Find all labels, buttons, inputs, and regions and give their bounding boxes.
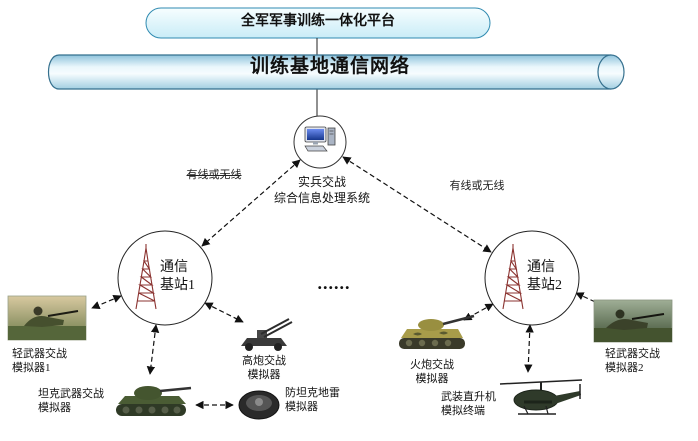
- label-line: 轻武器交战: [12, 348, 67, 360]
- aa-gun-image: [241, 318, 293, 351]
- soldier-photo-1: [7, 295, 87, 341]
- link-bs1-soldier1: [91, 295, 122, 309]
- link-bs1-aagun: [204, 302, 244, 323]
- network-cylinder: [47, 54, 625, 90]
- label-line: 模拟终端: [441, 405, 485, 417]
- label-line: 火炮交战: [410, 359, 454, 371]
- tank-image: [116, 386, 192, 416]
- label-line: 模拟器: [38, 402, 71, 414]
- base-station-1-label-line2: 基站1: [160, 278, 195, 293]
- base-station-1-label: 通信 基站1: [160, 259, 195, 295]
- link-bs2-helicopter: [524, 324, 534, 373]
- platform-title: 全军军事训练一体化平台: [241, 14, 395, 29]
- label-line: 防坦克地雷: [285, 387, 340, 399]
- label-helicopter: 武装直升机 模拟终端: [441, 390, 496, 418]
- computer-icon: [304, 126, 336, 152]
- link-label-right: 有线或无线: [449, 180, 505, 192]
- label-at-mine: 防坦克地雷 模拟器: [285, 386, 340, 414]
- base-station-2-label: 通信 基站2: [527, 259, 562, 295]
- platform-box: [145, 7, 491, 39]
- label-line: 模拟器1: [12, 362, 51, 374]
- label-line: 模拟器: [247, 369, 281, 381]
- link-label-left: 有线或无线: [186, 169, 242, 181]
- ellipsis-label: ......: [317, 273, 351, 293]
- label-aa-gun: 高炮交战 模拟器: [242, 354, 286, 382]
- processing-system-label: 实兵交战 综合信息处理系统: [274, 174, 370, 206]
- base-station-2-label-line2: 基站2: [527, 278, 562, 293]
- processing-system-label-line2: 综合信息处理系统: [273, 191, 371, 205]
- mine-image: [238, 390, 280, 420]
- label-line: 武装直升机: [441, 391, 496, 403]
- label-light-weapons-1: 轻武器交战 模拟器1: [12, 347, 67, 375]
- label-light-weapons-2: 轻武器交战 模拟器2: [605, 347, 660, 375]
- network-title: 训练基地通信网络: [249, 56, 411, 77]
- soldier-photo-2: [593, 299, 673, 343]
- label-tank-weapons: 坦克武器交战 模拟器: [38, 387, 104, 415]
- base-station-2-label-line1: 通信: [527, 260, 555, 275]
- processing-system-label-line1: 实兵交战: [297, 175, 347, 189]
- artillery-image: [399, 314, 475, 349]
- link-computer-bs2: [342, 156, 492, 253]
- label-line: 高炮交战: [242, 355, 286, 367]
- label-line: 模拟器: [415, 373, 449, 385]
- label-line: 模拟器: [285, 401, 318, 413]
- label-line: 模拟器2: [605, 362, 644, 374]
- link-bs1-tank: [146, 324, 160, 375]
- base-station-1-label-line1: 通信: [160, 260, 188, 275]
- label-line: 坦克武器交战: [38, 388, 104, 400]
- helicopter-image: [499, 379, 583, 415]
- label-artillery: 火炮交战 模拟器: [410, 358, 454, 386]
- label-line: 轻武器交战: [605, 348, 660, 360]
- link-computer-bs1: [201, 159, 301, 247]
